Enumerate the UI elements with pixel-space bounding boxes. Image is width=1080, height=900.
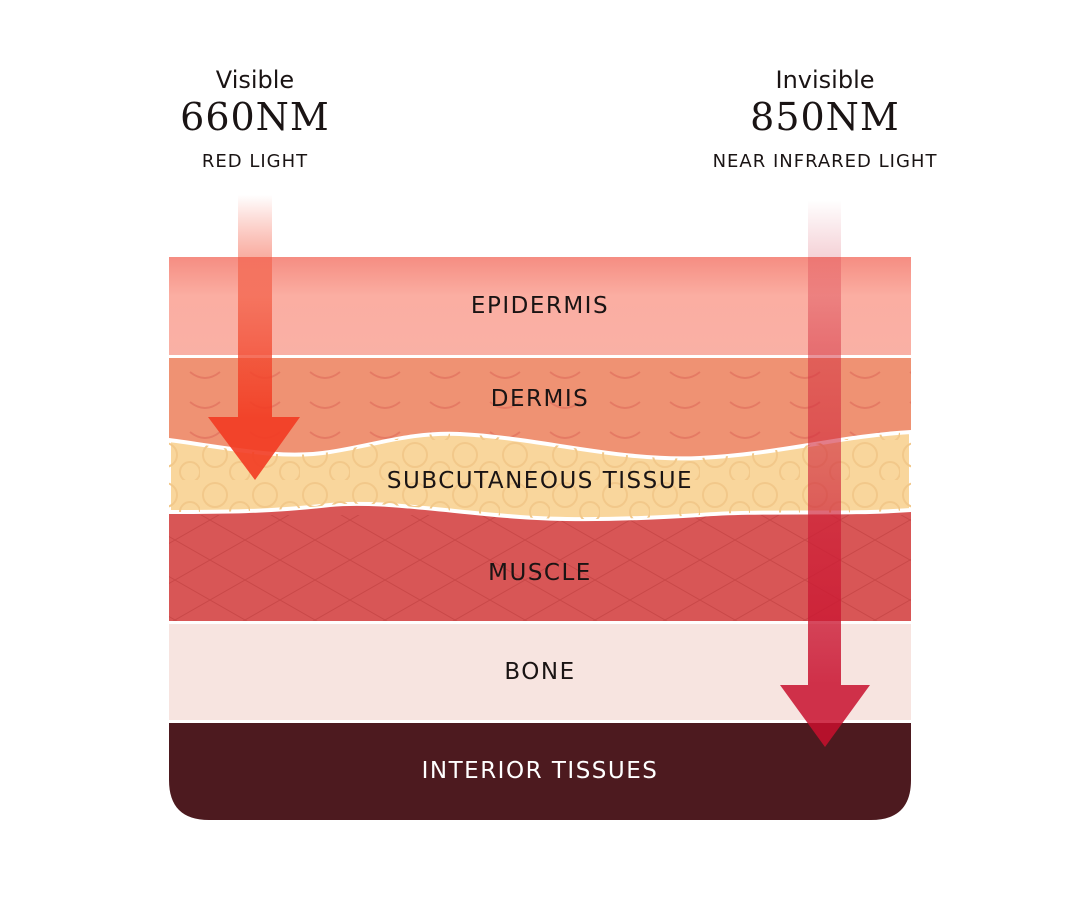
subcutaneous-label: SUBCUTANEOUS TISSUE: [386, 468, 694, 494]
near-infrared-arrow: [780, 200, 870, 747]
epidermis-layer: [169, 257, 911, 355]
red-light-arrow: [208, 195, 300, 480]
left-light-name: RED LIGHT: [201, 151, 309, 172]
right-light-name: NEAR INFRARED LIGHT: [712, 151, 938, 172]
right-light-wavelength: 850NM: [750, 95, 900, 139]
interior-tissues-layer: [169, 723, 911, 820]
dermis-label: DERMIS: [490, 386, 590, 412]
bone-layer: [169, 624, 911, 720]
muscle-texture: [169, 515, 911, 621]
epidermis-label: EPIDERMIS: [470, 293, 610, 319]
bone-label: BONE: [504, 659, 576, 685]
muscle-label: MUSCLE: [488, 560, 592, 586]
right-light-kind: Invisible: [775, 66, 875, 94]
subcutaneous-texture: [169, 432, 911, 520]
left-light-kind: Visible: [215, 66, 295, 94]
left-light-wavelength: 660NM: [180, 95, 330, 139]
interior-tissues-label: INTERIOR TISSUES: [421, 758, 659, 784]
